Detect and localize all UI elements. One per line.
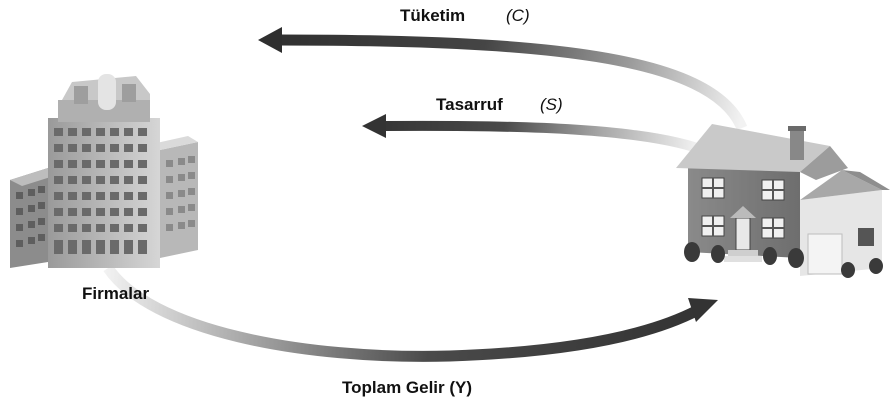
savings-arrow (362, 114, 710, 157)
total-income-arrow (103, 264, 718, 362)
total-income-label: Toplam Gelir (Y) (342, 378, 472, 397)
consumption-label: Tüketim (C) (400, 6, 530, 25)
house-icon (676, 124, 890, 278)
consumption-text: Tüketim (400, 6, 465, 25)
consumption-arrow (258, 27, 748, 131)
savings-text: Tasarruf (436, 95, 503, 114)
office-building-icon (10, 74, 198, 268)
firms-label: Firmalar (82, 284, 149, 303)
savings-symbol: (S) (540, 95, 563, 114)
savings-label: Tasarruf (S) (436, 95, 563, 114)
consumption-symbol: (C) (506, 6, 530, 25)
